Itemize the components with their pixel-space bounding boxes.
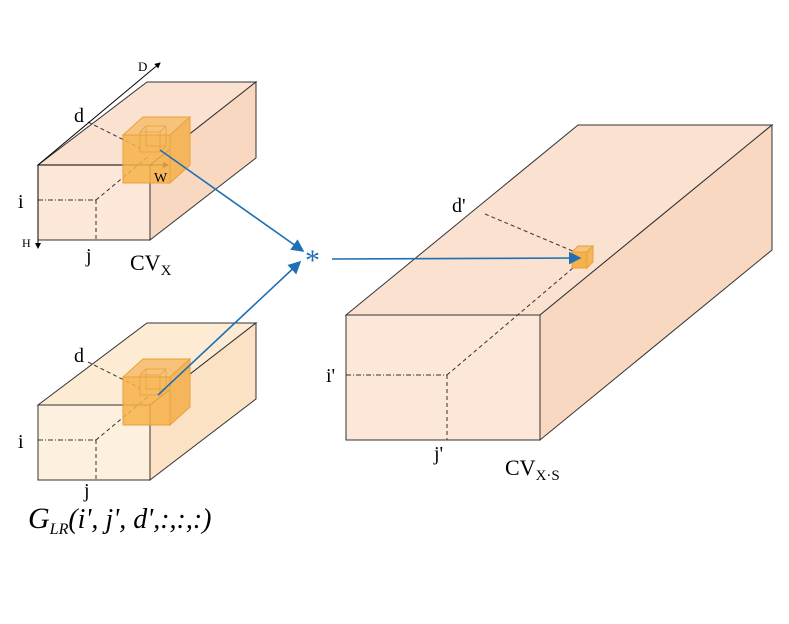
arrow-operator-to-cv-xs (331, 251, 582, 265)
g-lr-d-label: d (74, 345, 84, 367)
cv-x-title: CVX (130, 250, 172, 279)
cv-x-d-guide (87, 121, 141, 149)
g-lr-j-label: j (83, 480, 90, 502)
cv-x-d-label: d (74, 105, 84, 127)
cv-xs-volume: d' i' j' CVX·S (326, 123, 774, 484)
g-lr-i-label: i (18, 431, 24, 453)
cv-x-axis-h-label: H (22, 236, 31, 250)
cv-x-volume: D W H d i j CVX (18, 59, 258, 279)
cv-xs-output-voxel (570, 244, 595, 270)
cv-xs-d-label: d' (452, 195, 466, 217)
flow-arrows (157, 149, 582, 396)
cv-xs-d-guide (484, 213, 576, 253)
cv-x-i-label: i (18, 191, 24, 213)
cv-xs-i-label: i' (326, 365, 335, 387)
cv-xs-j-label: j' (433, 443, 443, 465)
cv-x-kernel-cube (121, 115, 192, 185)
cv-x-axis-w-label: W (154, 171, 168, 186)
arrow-g-lr-to-operator (157, 260, 302, 396)
cv-xs-depth-guide (446, 261, 581, 376)
g-lr-kernel-cube (121, 357, 192, 427)
cv-x-d-axis (37, 62, 161, 166)
convolution-operator: * (305, 244, 320, 277)
cv-x-j-label: j (85, 245, 92, 267)
arrow-cv-x-to-operator (159, 149, 305, 252)
g-lr-formula: GLR(i', j', d',:,:,:) (28, 502, 212, 538)
cv-xs-front-face (345, 314, 541, 441)
g-lr-volume: d i j GLR(i', j', d',:,:,:) (18, 321, 258, 538)
cv-x-axis-d-label: D (138, 59, 147, 74)
g-lr-d-guide (87, 361, 141, 389)
cv-xs-title: CVX·S (505, 455, 560, 484)
